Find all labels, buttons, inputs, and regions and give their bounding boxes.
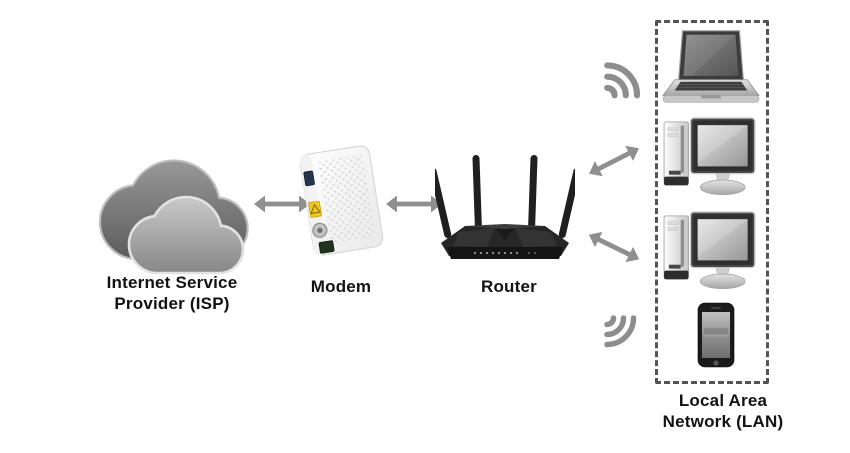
router-icon bbox=[435, 155, 575, 259]
desktop-computer-icon bbox=[660, 210, 758, 296]
lan-label-line1: Local Area bbox=[678, 391, 768, 410]
double-arrow-icon bbox=[585, 140, 643, 181]
lan-boundary-box bbox=[655, 20, 769, 384]
double-arrow-icon bbox=[585, 227, 643, 268]
wifi-signal-phone-icon bbox=[597, 312, 645, 360]
modem-label: Modem bbox=[310, 277, 372, 296]
isp-label: Internet Service Provider (ISP) bbox=[72, 272, 272, 314]
lan-label-line2: Network (LAN) bbox=[662, 412, 784, 431]
router-desktop2-arrow bbox=[585, 227, 643, 268]
laptop-icon bbox=[662, 30, 760, 103]
desktop-computer-icon bbox=[660, 116, 758, 202]
modem-router-arrow-icon bbox=[386, 195, 442, 213]
modem-icon bbox=[299, 145, 384, 256]
smartphone-icon bbox=[697, 302, 735, 368]
isp-label-line2: Provider (ISP) bbox=[114, 294, 230, 313]
router-label: Router bbox=[481, 277, 537, 296]
wifi-signal-laptop-icon bbox=[596, 48, 650, 102]
lan-label: Local Area Network (LAN) bbox=[638, 390, 808, 432]
cloud-icon bbox=[98, 159, 249, 275]
isp-label-line1: Internet Service bbox=[106, 273, 238, 292]
router-desktop1-arrow bbox=[585, 140, 643, 181]
